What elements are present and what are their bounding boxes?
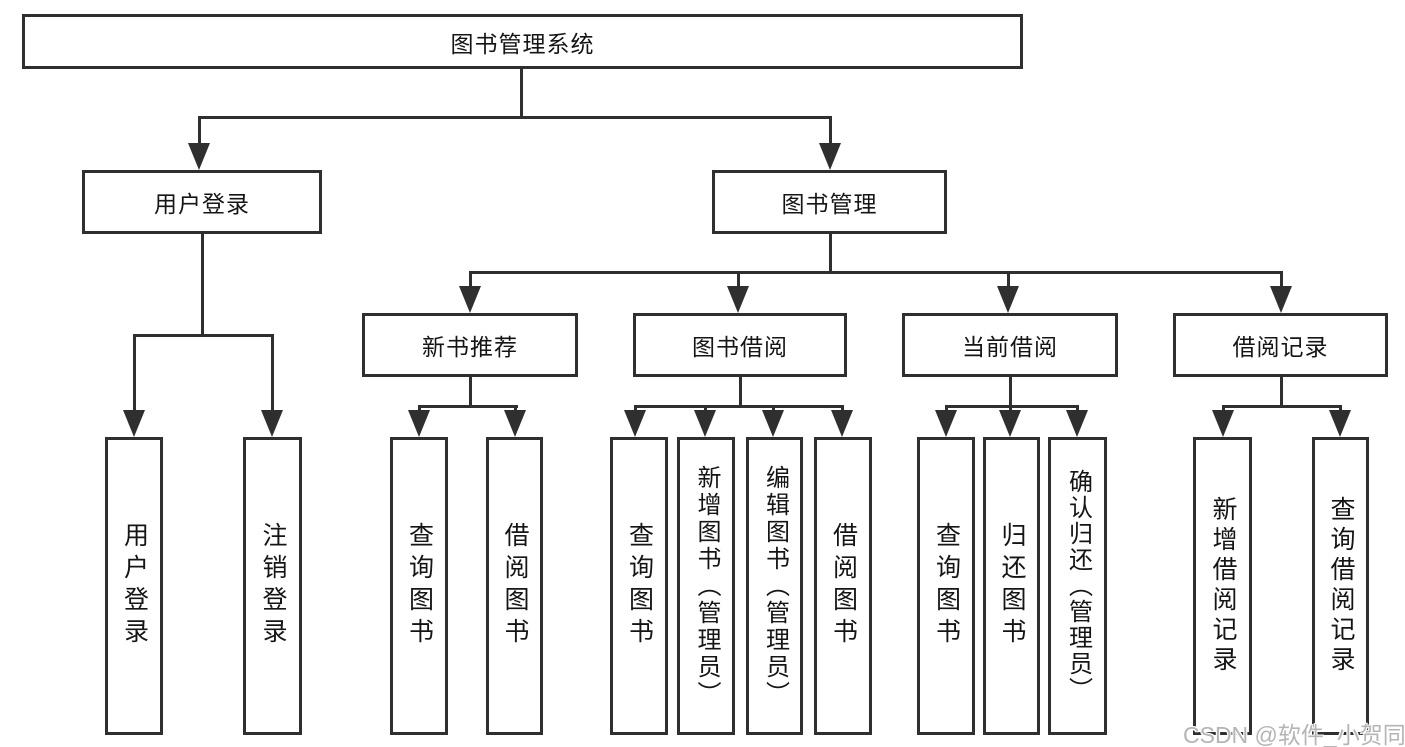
node-label: 图书管理系统 <box>450 30 595 57</box>
node-new-book-recommendation: 新书推荐 <box>362 313 578 377</box>
node-current-borrowing: 当前借阅 <box>902 313 1118 377</box>
arrowhead-book-borrowing <box>727 286 749 313</box>
leaf-user-login: 用户登录 <box>105 437 163 735</box>
arrowhead-query-books-1 <box>408 410 430 437</box>
arrowhead-borrowing-records <box>1270 286 1292 313</box>
leaf-label: 查询借阅记录 <box>1327 496 1355 676</box>
connector-borrowing-records-stem <box>1280 377 1283 408</box>
connector-root-stem <box>520 69 523 118</box>
leaf-borrow-books-2: 借阅图书 <box>814 437 872 735</box>
connector-book-management-stem <box>829 234 832 274</box>
node-label: 图书借阅 <box>692 334 788 360</box>
connector-new-book-rail <box>418 405 518 408</box>
leaf-label: 用户登录 <box>120 522 149 650</box>
leaf-logout: 注销登录 <box>243 437 302 735</box>
node-label: 借阅记录 <box>1232 334 1329 360</box>
node-book-management-system: 图书管理系统 <box>22 14 1023 69</box>
arrowhead-query-books-2 <box>624 410 646 437</box>
connector-drop-book-borrowing <box>737 271 740 289</box>
leaf-label: 确认归还（管理员） <box>1064 469 1092 703</box>
arrowhead-current-borrowing <box>997 286 1019 313</box>
arrowhead-borrow-books-2 <box>831 410 853 437</box>
connector-drop-leaf-user-login <box>133 334 136 413</box>
leaf-label: 新增图书（管理员） <box>693 464 720 708</box>
connector-book-management-rail <box>469 271 1282 274</box>
leaf-label: 借阅图书 <box>501 522 529 650</box>
connector-user-login-rail <box>133 334 274 337</box>
node-borrowing-records: 借阅记录 <box>1173 313 1388 377</box>
node-user-login: 用户登录 <box>82 170 322 234</box>
leaf-query-borrow-record: 查询借阅记录 <box>1312 437 1369 735</box>
csdn-watermark: CSDN @软件_小贺同学 <box>1183 722 1405 747</box>
connector-current-borrowing-rail <box>945 405 1079 408</box>
leaf-query-books-2: 查询图书 <box>610 437 668 735</box>
connector-drop-book-management <box>829 116 832 146</box>
node-label: 用户登录 <box>154 191 250 217</box>
node-book-management: 图书管理 <box>712 170 947 234</box>
connector-drop-current-borrowing <box>1007 271 1010 289</box>
leaf-label: 新增借阅记录 <box>1209 496 1237 676</box>
leaf-label: 查询图书 <box>405 522 434 650</box>
connector-drop-new-book <box>469 271 472 289</box>
arrowhead-leaf-user-login <box>123 410 145 437</box>
leaf-label: 查询图书 <box>932 522 961 650</box>
leaf-query-books-1: 查询图书 <box>390 437 448 735</box>
leaf-edit-book-admin: 编辑图书（管理员） <box>746 437 803 735</box>
node-label: 新书推荐 <box>422 334 518 360</box>
arrowhead-add-book <box>694 410 716 437</box>
leaf-query-books-3: 查询图书 <box>917 437 975 735</box>
connector-root-rail <box>198 116 832 119</box>
arrowhead-leaf-logout <box>261 410 283 437</box>
arrowhead-confirm-return <box>1066 410 1088 437</box>
leaf-label: 查询图书 <box>625 522 654 650</box>
node-label: 当前借阅 <box>962 334 1058 360</box>
connector-drop-user-login <box>198 116 201 146</box>
arrowhead-edit-book <box>762 410 784 437</box>
arrowhead-return-books <box>999 410 1021 437</box>
leaf-label: 借阅图书 <box>829 522 858 650</box>
arrowhead-book-management <box>819 143 841 170</box>
connector-borrowing-records-rail <box>1222 405 1342 408</box>
connector-user-login-stem <box>201 234 204 337</box>
arrowhead-new-book <box>459 286 481 313</box>
leaf-confirm-return-admin: 确认归还（管理员） <box>1048 437 1107 735</box>
connector-new-book-stem <box>469 377 472 408</box>
arrowhead-user-login <box>188 143 210 170</box>
connector-current-borrowing-stem <box>1009 377 1012 408</box>
node-book-borrowing: 图书借阅 <box>633 313 847 377</box>
arrowhead-add-borrow-record <box>1212 410 1234 437</box>
leaf-borrow-books-1: 借阅图书 <box>486 437 543 735</box>
leaf-label: 归还图书 <box>998 522 1026 650</box>
connector-book-borrowing-stem <box>739 377 742 408</box>
connector-book-borrowing-rail <box>634 405 844 408</box>
leaf-label: 注销登录 <box>259 522 287 650</box>
arrowhead-query-borrow-record <box>1329 410 1351 437</box>
leaf-add-book-admin: 新增图书（管理员） <box>677 437 735 735</box>
node-label: 图书管理 <box>781 191 878 217</box>
leaf-label: 编辑图书（管理员） <box>761 464 789 708</box>
leaf-return-books: 归还图书 <box>983 437 1040 735</box>
arrowhead-query-books-3 <box>935 410 957 437</box>
connector-drop-leaf-logout <box>271 334 274 413</box>
leaf-add-borrow-record: 新增借阅记录 <box>1193 437 1252 735</box>
arrowhead-borrow-books-1 <box>504 410 526 437</box>
connector-drop-borrowing-records <box>1280 271 1283 289</box>
